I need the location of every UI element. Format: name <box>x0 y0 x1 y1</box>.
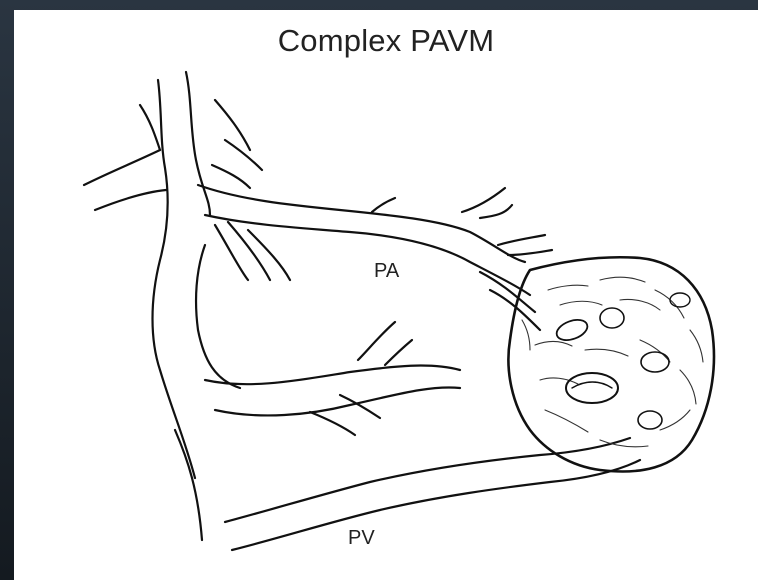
draining-vein-pv <box>225 438 640 550</box>
upper-left-branches <box>84 100 262 210</box>
lower-artery-branch <box>205 322 460 435</box>
pa-label: PA <box>374 260 399 283</box>
feeding-artery-pa <box>480 272 540 330</box>
pv-label: PV <box>348 527 375 550</box>
pavm-sac <box>508 257 714 471</box>
